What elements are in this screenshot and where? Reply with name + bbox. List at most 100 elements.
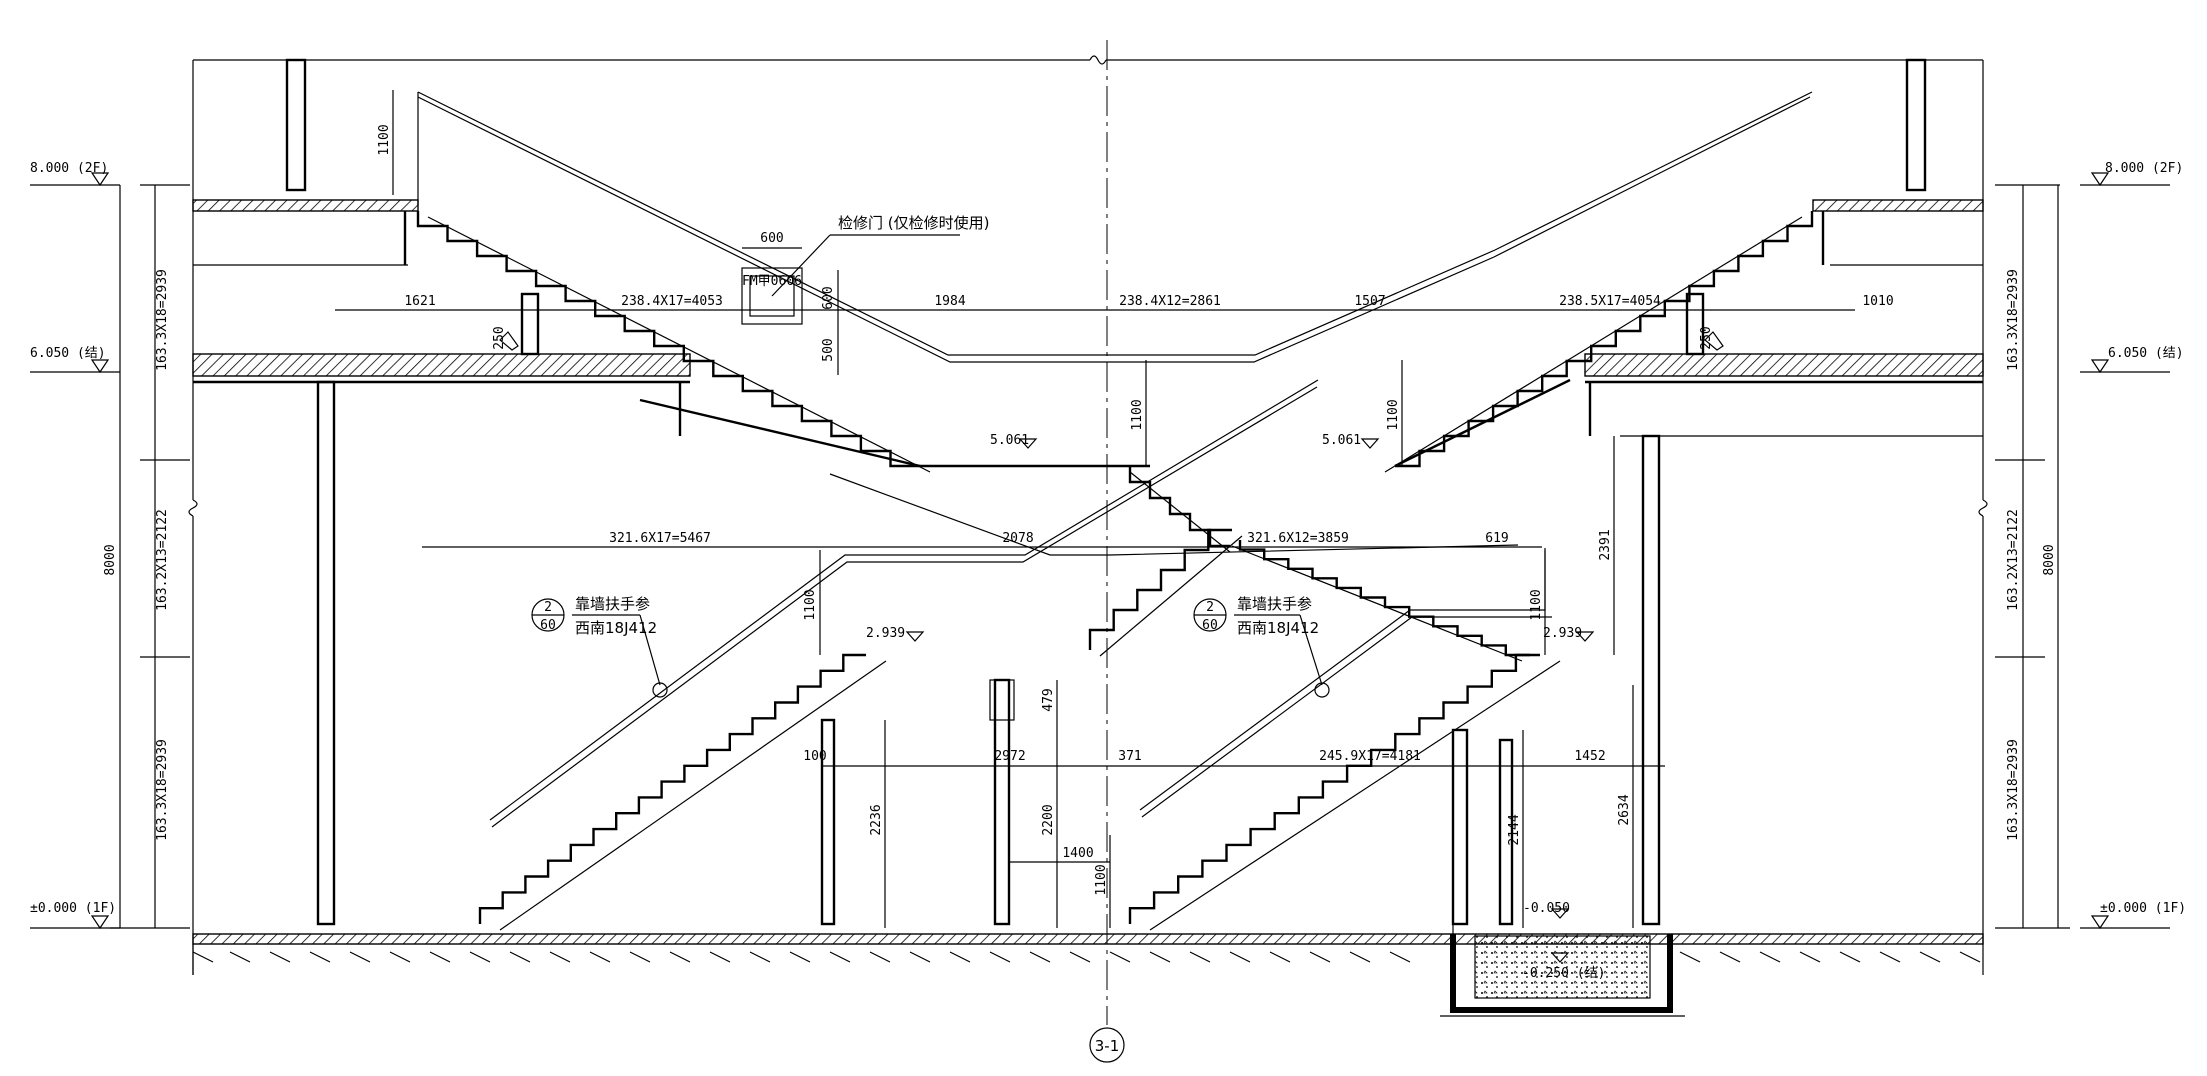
ground-slab	[192, 933, 1984, 975]
dim-row-low: 100 2972 371 245.9X17=4181 1452 1400	[803, 749, 1665, 863]
dim-371: 371	[1118, 749, 1141, 764]
level-bottom-left: ±0.000 (1F)	[30, 901, 116, 916]
dim-1507: 1507	[1354, 294, 1385, 309]
dim-run-mr: 321.6X12=3859	[1247, 531, 1349, 546]
svg-text:2: 2	[1206, 600, 1214, 615]
flight-lower-left-soffit	[499, 660, 887, 931]
dim-1100-c: 1100	[803, 589, 818, 620]
dim-chain-left: 163.3X18=2939 163.2X13=2122 163.3X18=293…	[103, 184, 190, 929]
level-2939-a: 2.939	[866, 626, 905, 641]
svg-text:西南18J412: 西南18J412	[1237, 619, 1319, 637]
dim-right-total: 8000	[2042, 544, 2057, 575]
axis-label: 3-1	[1095, 1037, 1120, 1055]
level-2939-b: 2.939	[1543, 626, 1582, 641]
landing-5061-right	[1394, 378, 1571, 468]
dim-right-seg1: 163.3X18=2939	[2006, 269, 2021, 371]
parapet-left	[499, 292, 540, 356]
section-frame	[188, 55, 1988, 975]
dim-chain-right: 163.3X18=2939 163.2X13=2122 163.3X18=293…	[1995, 184, 2070, 929]
lower-partitions	[820, 678, 1514, 926]
mid-slab-left	[192, 353, 691, 926]
dim-2634: 2634	[1617, 794, 1632, 825]
flight-center-a	[1088, 528, 1232, 650]
dim-619: 619	[1485, 531, 1508, 546]
flight-center-a-soffit	[1099, 535, 1243, 657]
svg-text:西南18J412: 西南18J412	[575, 619, 657, 637]
dim-left-seg1: 163.3X18=2939	[155, 269, 170, 371]
flight-mid-left-soffit	[1129, 471, 1231, 553]
level-mid-left: 6.050 (结)	[30, 346, 106, 361]
svg-text:60: 60	[1202, 618, 1218, 633]
dim-1100-top: 1100	[377, 124, 392, 155]
level-pit-top: -0.050	[1523, 901, 1570, 916]
dim-1100-a: 1100	[1130, 399, 1145, 430]
dim-row-top: 1621 238.4X17=4053 1984 238.4X12=2861 15…	[335, 294, 1894, 311]
dim-2236: 2236	[869, 804, 884, 835]
dim-1100-e: 1100	[1094, 864, 1109, 895]
dim-1010: 1010	[1862, 294, 1893, 309]
dim-1984: 1984	[934, 294, 965, 309]
flight-upper-right-soffit	[1384, 216, 1803, 473]
detail-callout-b: 2 60 靠墙扶手参 西南18J412	[1193, 595, 1323, 686]
dim-right-seg2: 163.2X13=2122	[2006, 509, 2021, 611]
dim-500: 500	[821, 338, 836, 361]
dim-1452: 1452	[1574, 749, 1605, 764]
stair-flights	[416, 211, 1814, 931]
flight-upper-left-soffit	[427, 216, 931, 473]
dim-left-seg3: 163.3X18=2939	[155, 739, 170, 841]
svg-text:60: 60	[540, 618, 556, 633]
dim-100: 100	[803, 749, 826, 764]
level-pit-bottom: -0.250 (结)	[1522, 966, 1605, 981]
svg-text:2: 2	[544, 600, 552, 615]
detail-callout-a: 2 60 靠墙扶手参 西南18J412	[531, 595, 661, 686]
dim-run-bl: 245.9X17=4181	[1319, 749, 1421, 764]
dim-1400: 1400	[1062, 846, 1093, 861]
maintenance-hatch: FM甲0606 检修门 (仅检修时使用) 600	[741, 214, 989, 325]
dim-run-tr: 238.5X17=4054	[1559, 294, 1661, 309]
flight-lower-right	[1128, 653, 1540, 924]
dim-479: 479	[1041, 688, 1056, 711]
dim-250-right: 250	[1699, 326, 1714, 349]
level-top-right: 8.000 (2F)	[2105, 161, 2183, 176]
flight-upper-right	[1395, 211, 1814, 468]
level-markers: 8.000 (2F) 6.050 (结) ±0.000 (1F) 8.000 (…	[30, 161, 2186, 981]
dim-run-tm: 238.4X12=2861	[1119, 294, 1221, 309]
upper-wall-posts	[285, 58, 1927, 192]
dim-left-seg2: 163.2X13=2122	[155, 509, 170, 611]
axis-line: 3-1	[1089, 40, 1125, 1063]
handrails	[417, 91, 1813, 828]
dim-right-seg3: 163.3X18=2939	[2006, 739, 2021, 841]
dim-250-left: 250	[492, 326, 507, 349]
flight-mid-right	[1238, 540, 1530, 657]
dim-2078: 2078	[1002, 531, 1033, 546]
flight-lower-left	[478, 653, 866, 924]
dim-2972: 2972	[994, 749, 1025, 764]
right-column	[1641, 434, 1661, 926]
parapet-right	[1685, 292, 1724, 356]
dim-left-total: 8000	[103, 544, 118, 575]
dim-2391: 2391	[1598, 529, 1613, 560]
vertical-dims: 1100 600 500 250 250 1100 1100 1100 1100…	[377, 90, 1714, 928]
flight-lower-right-soffit	[1149, 660, 1561, 931]
flight-mid-left	[1128, 466, 1230, 548]
2f-slab-left	[192, 199, 419, 266]
landing-5061-left	[639, 398, 1150, 468]
dim-2144: 2144	[1507, 814, 1522, 845]
dim-1100-d: 1100	[1529, 589, 1544, 620]
dim-1100-b: 1100	[1386, 399, 1401, 430]
hatch-code: FM甲0606	[742, 274, 802, 289]
level-5061-a: 5.061	[990, 433, 1029, 448]
dim-run-ml: 321.6X17=5467	[609, 531, 711, 546]
dim-600w: 600	[760, 231, 783, 246]
dim-run-tl: 238.4X17=4053	[621, 294, 723, 309]
level-mid-right: 6.050 (结)	[2108, 346, 2184, 361]
dim-2200: 2200	[1041, 804, 1056, 835]
flight-upper-left	[416, 211, 920, 468]
dim-1621: 1621	[404, 294, 435, 309]
mid-slab-right	[1584, 353, 1984, 437]
svg-text:靠墙扶手参: 靠墙扶手参	[575, 595, 650, 613]
level-top-left: 8.000 (2F)	[30, 161, 108, 176]
dim-row-mid: 321.6X17=5467 2078 321.6X12=3859 619	[422, 531, 1542, 548]
svg-text:靠墙扶手参: 靠墙扶手参	[1237, 595, 1312, 613]
